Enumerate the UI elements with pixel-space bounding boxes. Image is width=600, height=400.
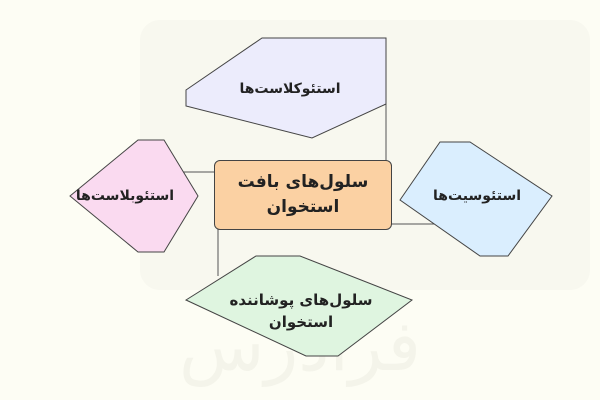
diamond-bottom [184, 255, 414, 357]
diamond-top [185, 37, 387, 139]
diamond-right [399, 141, 553, 257]
diamond-left [69, 139, 199, 253]
node-top-label-box: استئوکلاست‌ها [210, 76, 370, 102]
center-node-label: سلول‌های بافت استخوان [237, 171, 369, 218]
node-right-label: استئوسیت‌ها [432, 187, 522, 204]
node-left-label-box: استئوبلاست‌ها [60, 183, 190, 209]
node-bottom-label-box: سلول‌های پوشاننده استخوان [206, 282, 396, 340]
node-top-label: استئوکلاست‌ها [239, 80, 341, 97]
node-bottom-label: سلول‌های پوشاننده استخوان [229, 290, 373, 332]
node-right-label-box: استئوسیت‌ها [412, 183, 542, 209]
center-node: سلول‌های بافت استخوان [214, 160, 392, 230]
node-left-label: استئوبلاست‌ها [75, 187, 175, 204]
